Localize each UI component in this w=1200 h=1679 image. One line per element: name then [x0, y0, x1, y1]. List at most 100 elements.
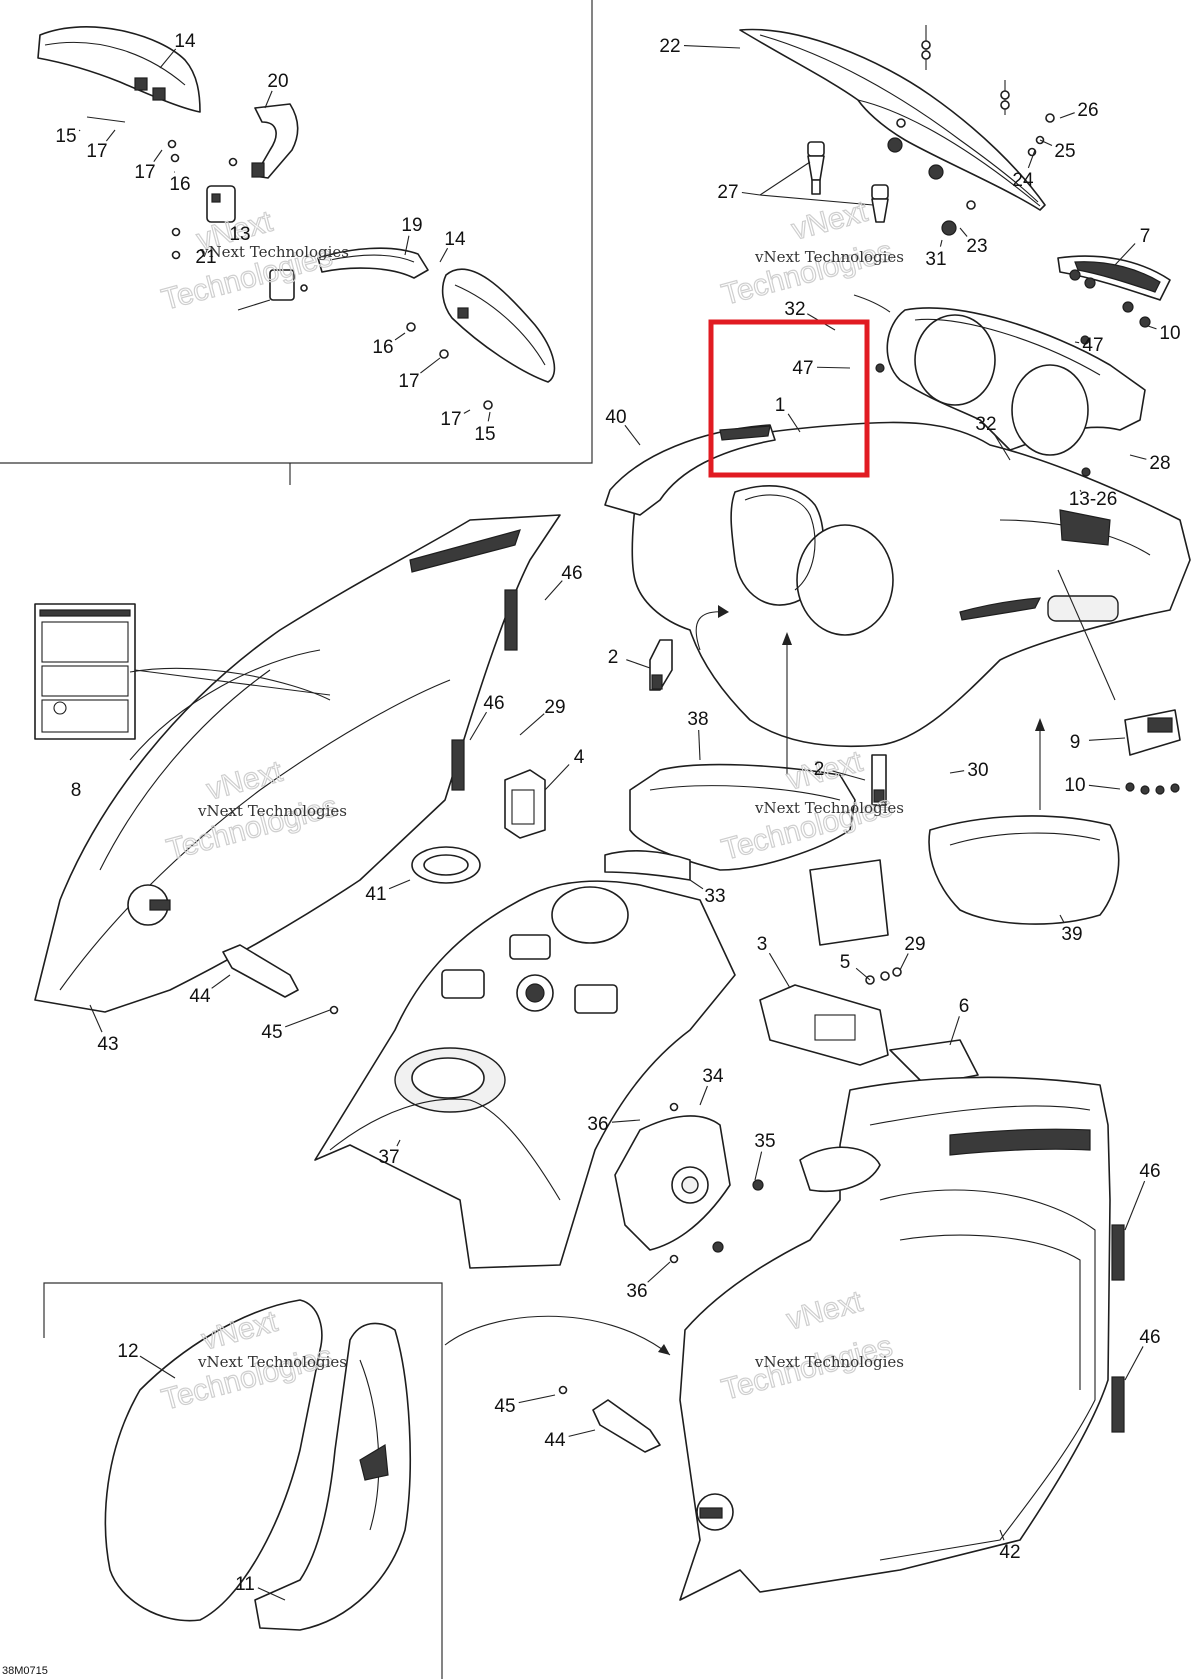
svg-text:vNext Technologies: vNext Technologies	[754, 799, 904, 817]
clip-2b	[871, 754, 887, 806]
leader-23	[959, 227, 968, 237]
bracket-3-5-6	[759, 967, 979, 1086]
leader-10	[1088, 784, 1121, 790]
callout-17: 17	[398, 371, 419, 392]
svg-text:vNext Technologies: vNext Technologies	[197, 1353, 347, 1371]
leader-33	[689, 879, 704, 890]
callout-35: 35	[754, 1131, 775, 1152]
callout-17: 17	[440, 409, 461, 430]
leader-16	[394, 332, 406, 341]
callout-13: 13	[229, 224, 250, 245]
callout-17: 17	[86, 141, 107, 162]
grip-44a	[222, 944, 339, 1015]
leader-19	[404, 235, 410, 256]
callout-6: 6	[959, 996, 970, 1017]
vent-27	[807, 141, 889, 223]
seal-41	[411, 846, 481, 884]
light-34	[614, 1102, 764, 1264]
callout-4: 4	[574, 747, 585, 768]
leader-24	[1027, 149, 1036, 169]
leader-29	[899, 953, 909, 971]
leader-36	[647, 1261, 671, 1283]
callout-10: 10	[1064, 775, 1085, 796]
leader-17	[105, 129, 116, 142]
leader-38	[698, 729, 701, 761]
callout-47: 47	[792, 358, 813, 379]
callout-21: 21	[195, 247, 216, 268]
leader-13-26	[1079, 489, 1082, 493]
leader-34	[699, 1085, 708, 1106]
callout-14: 14	[174, 31, 196, 52]
leader-47	[1074, 341, 1080, 344]
lid-11	[254, 1322, 411, 1631]
callout-26: 26	[1077, 100, 1098, 121]
callout-16: 16	[169, 174, 190, 195]
callout-30: 30	[967, 760, 988, 781]
leader-6	[949, 1016, 960, 1046]
gauge-trim-7	[1057, 255, 1171, 328]
leader-44	[211, 974, 231, 989]
callout-47: 47	[1082, 335, 1103, 356]
inset-frame-top-left	[0, 0, 593, 464]
callout-28: 28	[1149, 453, 1170, 474]
svg-text:vNext: vNext	[788, 195, 871, 247]
callout-44: 44	[189, 986, 211, 1007]
center-console-37	[314, 880, 736, 1269]
callout-36: 36	[587, 1114, 608, 1135]
leader-35	[754, 1151, 763, 1181]
callout-46: 46	[1139, 1161, 1160, 1182]
leader-30	[949, 770, 965, 774]
leader-27	[741, 191, 761, 196]
leader-26	[1059, 112, 1075, 119]
handguard-left	[37, 26, 201, 113]
leader-45	[518, 1394, 556, 1404]
leader-42	[999, 1529, 1005, 1541]
callout-46: 46	[483, 693, 504, 714]
small-hardware-inset	[86, 116, 493, 410]
leader-39	[1059, 914, 1065, 924]
leader-44	[568, 1429, 596, 1437]
leader-41	[388, 879, 411, 890]
svg-text:vNext Technologies: vNext Technologies	[199, 243, 349, 261]
callout-27: 27	[717, 182, 738, 203]
callout-8: 8	[71, 780, 82, 801]
callout-45: 45	[494, 1396, 515, 1417]
svg-text:vNext Technologies: vNext Technologies	[754, 1353, 904, 1371]
callout-11: 11	[235, 1574, 255, 1595]
callout-3: 3	[757, 934, 768, 955]
callout-39: 39	[1061, 924, 1082, 945]
leader-31	[939, 239, 943, 247]
clamp-13	[206, 185, 236, 223]
leader-40	[624, 424, 641, 446]
highlight-box-item-1	[708, 319, 870, 478]
callout-1: 1	[775, 395, 786, 416]
leader-2	[832, 770, 866, 781]
leader-36	[611, 1119, 641, 1123]
arrows	[129, 161, 1116, 1356]
gauge-housing-28	[875, 307, 1146, 480]
leader-37	[396, 1139, 401, 1147]
callout-16: 16	[372, 337, 393, 358]
callout-41: 41	[365, 884, 386, 905]
vent-9	[1124, 709, 1181, 795]
callout-2: 2	[814, 759, 825, 780]
callout-15: 15	[474, 424, 495, 445]
leader-10	[1147, 325, 1157, 330]
tray-38	[629, 763, 889, 946]
callout-7: 7	[1140, 226, 1151, 247]
callout-37: 37	[378, 1147, 399, 1168]
leader-7	[1114, 243, 1136, 266]
callout-5: 5	[840, 952, 851, 973]
callout-40: 40	[605, 407, 626, 428]
grip-44b	[558, 1385, 661, 1453]
leader-4	[544, 764, 570, 791]
leader-47	[816, 366, 851, 369]
callout-32: 32	[975, 414, 996, 435]
leader-22	[683, 44, 741, 49]
lid-39	[928, 815, 1120, 925]
handguard-bracket-20	[251, 103, 299, 179]
lid-12	[104, 1299, 323, 1622]
leader-14	[159, 48, 177, 69]
callout-17: 17	[134, 162, 155, 183]
